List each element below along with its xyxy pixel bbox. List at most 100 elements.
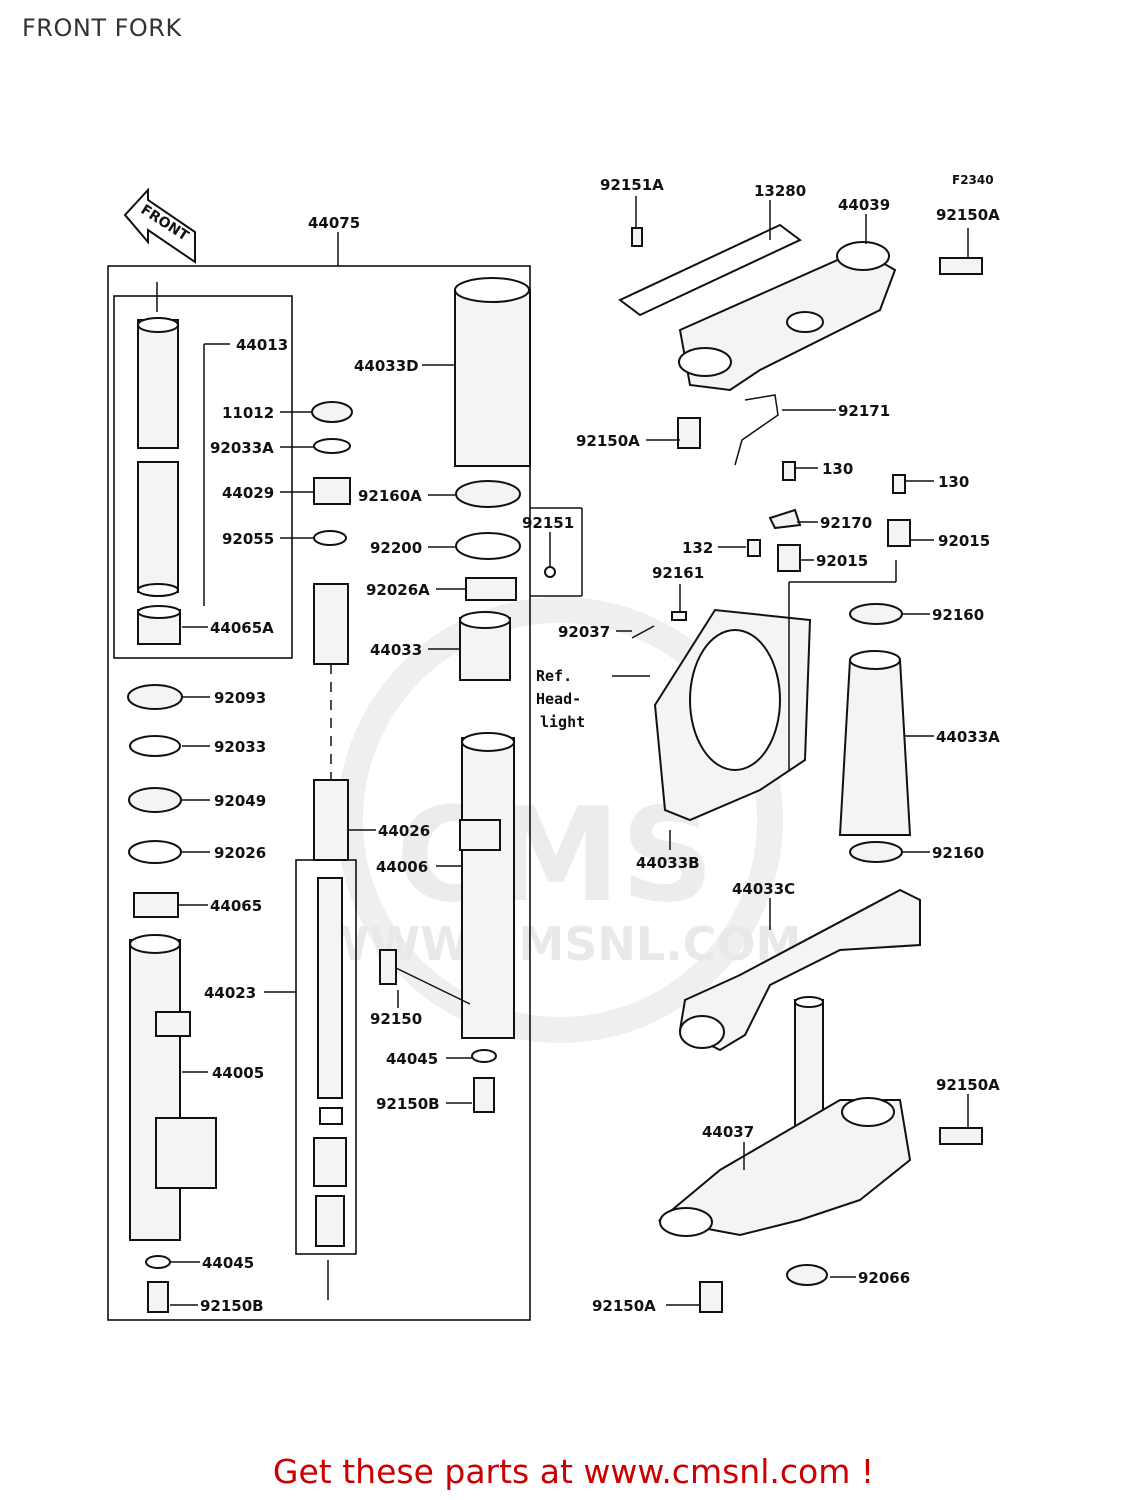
label-92150A-top: 92150A: [936, 206, 1000, 224]
label-44013: 44013: [236, 336, 288, 354]
label-130-a: 130: [822, 460, 853, 478]
nut-92066: [786, 1264, 828, 1286]
stem-under-bracket-44037: [657, 996, 912, 1237]
label-92015-b: 92015: [816, 552, 868, 570]
label-44045-right: 44045: [386, 1050, 438, 1068]
label-44045-left: 44045: [202, 1254, 254, 1272]
label-92150B-left: 92150B: [200, 1297, 264, 1315]
part-labels: 44075 44013 11012 92033A 44029 92055 440…: [200, 176, 1000, 1315]
label-92033A: 92033A: [210, 439, 274, 457]
collar-92015-a: [887, 519, 911, 547]
washer-44045-right: [471, 1049, 497, 1063]
label-92151A: 92151A: [600, 176, 664, 194]
front-fork-exploded-diagram: CMS WWW.CMSNL.COM FRONT F2340: [107, 173, 1000, 1321]
cap-11012: [311, 401, 353, 423]
bolt-92150: [379, 949, 397, 985]
label-92026: 92026: [214, 844, 266, 862]
label-44006: 44006: [376, 858, 428, 876]
label-44023: 44023: [204, 984, 256, 1002]
washer-92200: [455, 532, 521, 560]
o-ring-92033A: [313, 438, 351, 454]
ring-92160-upper: [849, 603, 903, 625]
collar-92015-b: [777, 544, 801, 572]
label-92200: 92200: [370, 539, 422, 557]
label-92151: 92151: [522, 514, 574, 532]
plate-92170: [768, 508, 802, 530]
label-92150A-lower-left: 92150A: [592, 1297, 656, 1315]
upper-bracket-44039: [618, 223, 897, 392]
reference-headlight-note: Ref. Head- light: [536, 667, 585, 731]
outer-tube-44006: [459, 732, 515, 1039]
label-44075: 44075: [308, 214, 360, 232]
label-92161: 92161: [652, 564, 704, 582]
label-44033D: 44033D: [354, 357, 419, 375]
page-title: FRONT FORK: [22, 14, 182, 42]
label-92093: 92093: [214, 689, 266, 707]
screw-130-b: [892, 474, 906, 494]
figure-code: F2340: [952, 173, 994, 187]
label-44037: 44037: [702, 1123, 754, 1141]
watermark-logo: CMS: [396, 779, 714, 931]
adjuster-44029: [313, 477, 351, 505]
label-44029: 44029: [222, 484, 274, 502]
bolt-92150A-upper-left: [677, 417, 701, 449]
cylinder-44023: [313, 877, 347, 1300]
ring-92160-lower: [849, 841, 903, 863]
screw-132: [747, 539, 761, 557]
label-92160-lower: 92160: [932, 844, 984, 862]
label-44005: 44005: [212, 1064, 264, 1082]
label-92150A-upper-left: 92150A: [576, 432, 640, 450]
bolt-92150A-lower-right: [939, 1127, 983, 1145]
label-92033: 92033: [214, 738, 266, 756]
bolt-92151A: [631, 227, 643, 247]
assembly-box-44075: [107, 265, 531, 1321]
bolt-92150B-left: [147, 1281, 169, 1313]
label-92160A: 92160A: [358, 487, 422, 505]
washer-92026: [128, 840, 182, 864]
label-92049: 92049: [214, 792, 266, 810]
label-44065A: 44065A: [210, 619, 274, 637]
label-44039: 44039: [838, 196, 890, 214]
circlip-92033: [129, 735, 181, 757]
ring-92160A: [455, 480, 521, 508]
protector-44033D: [454, 277, 531, 467]
cms-watermark: CMS WWW.CMSNL.COM: [319, 597, 802, 1043]
subassembly-box-44013: [113, 295, 293, 659]
label-92150B-right: 92150B: [376, 1095, 440, 1113]
label-11012: 11012: [222, 404, 274, 422]
clip-92161: [671, 611, 687, 621]
label-44026: 44026: [378, 822, 430, 840]
footer-promo-link[interactable]: Get these parts at www.cmsnl.com !: [272, 1452, 875, 1491]
screw-130-a: [782, 461, 796, 481]
watermark-url: WWW.CMSNL.COM: [319, 917, 802, 971]
screw-92151: [544, 566, 556, 578]
label-92066: 92066: [858, 1269, 910, 1287]
pin-92037: [631, 625, 655, 639]
label-92160-upper: 92160: [932, 606, 984, 624]
dust-seal-92093: [127, 684, 183, 710]
inner-tube-44013: [137, 282, 179, 597]
label-92055: 92055: [222, 530, 274, 548]
label-92015-a: 92015: [938, 532, 990, 550]
cover-44033A: [838, 650, 912, 836]
ref-note-line-2: Head-: [536, 690, 581, 708]
label-92026A: 92026A: [366, 581, 430, 599]
label-92037: 92037: [558, 623, 610, 641]
label-44065: 44065: [210, 897, 262, 915]
oil-seal-92049: [128, 787, 182, 813]
label-44033: 44033: [370, 641, 422, 659]
label-92150A-lower-right: 92150A: [936, 1076, 1000, 1094]
o-ring-92055: [313, 530, 347, 546]
front-direction-arrow: FRONT: [123, 187, 196, 264]
ref-note-line-3: light: [540, 713, 585, 731]
label-44033C: 44033C: [732, 880, 795, 898]
bushing-44065: [133, 892, 179, 918]
bolt-92150B-right: [473, 1077, 495, 1113]
label-92150: 92150: [370, 1010, 422, 1028]
label-132: 132: [682, 539, 713, 557]
bracket-92171: [734, 394, 779, 466]
headlight-cover-44033B: [653, 608, 812, 822]
spring-44026: [313, 583, 349, 861]
label-130-b: 130: [938, 473, 969, 491]
